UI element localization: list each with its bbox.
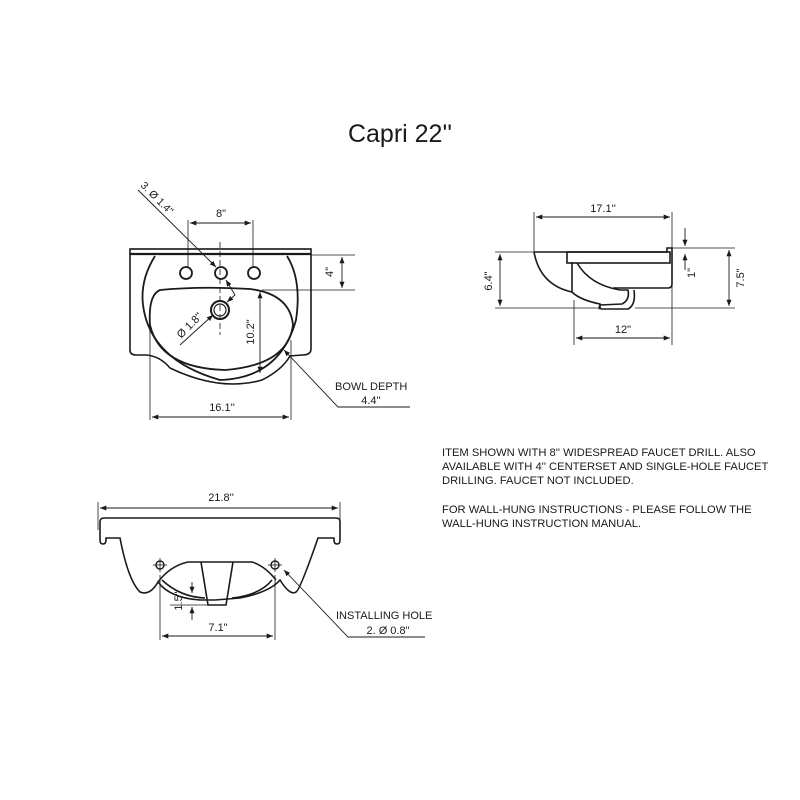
front-height-label: 6.4"	[483, 271, 495, 290]
faucet-hole-left	[179, 266, 193, 280]
bowl-width-label: 16.1''	[209, 402, 235, 414]
side-pedestal	[571, 289, 636, 310]
rim-thickness-label: 1"	[686, 268, 698, 278]
drop-label: 1.5"	[173, 591, 185, 610]
top-view	[129, 189, 410, 420]
faucet-hole-center	[214, 266, 228, 280]
hole-to-bowl-label: 4"	[324, 267, 336, 277]
installing-hole-label: INSTALLING HOLE	[336, 610, 432, 622]
front-view-labels: 21.8'' 1.5" 7.1" INSTALLING HOLE 2. Ø 0.…	[173, 492, 432, 637]
front-view	[97, 502, 425, 640]
side-view	[495, 212, 735, 345]
overall-depth-label: 17.1''	[590, 203, 616, 215]
installing-hole-value: 2. Ø 0.8"	[366, 625, 409, 637]
hole-spacing-label: 7.1"	[208, 622, 227, 634]
front-outline	[99, 517, 341, 601]
note-faucet-drilling: ITEM SHOWN WITH 8'' WIDESPREAD FAUCET DR…	[442, 447, 769, 488]
overall-width-label: 21.8''	[208, 492, 234, 504]
drawing-title: Capri 22''	[347, 120, 453, 148]
bowl-outline	[148, 286, 294, 371]
faucet-spread-label: 8"	[216, 208, 226, 220]
overall-height-label: 7.5"	[735, 268, 747, 287]
faucet-hole-right	[247, 266, 261, 280]
bowl-depth-label: BOWL DEPTH	[335, 381, 407, 393]
side-view-labels: 17.1'' 6.4" 1" 7.5" 12"	[483, 203, 747, 336]
bowl-depth-value: 4.4''	[361, 395, 381, 407]
base-depth-label: 12"	[615, 324, 631, 336]
product-notes: ITEM SHOWN WITH 8'' WIDESPREAD FAUCET DR…	[442, 446, 782, 545]
faucet-holes-label: 3. Ø 1.4"	[138, 180, 176, 218]
bowl-length-label: 10.2"	[245, 319, 257, 344]
side-front-lip	[533, 251, 573, 293]
note-wall-hung: FOR WALL-HUNG INSTRUCTIONS - PLEASE FOLL…	[442, 503, 752, 530]
front-pedestal	[200, 561, 234, 606]
top-view-labels: 3. Ø 1.4" 8" 4" Ø 1.8" 10.2" 16.1'' BOWL…	[138, 180, 407, 414]
basin-outline	[129, 248, 312, 385]
